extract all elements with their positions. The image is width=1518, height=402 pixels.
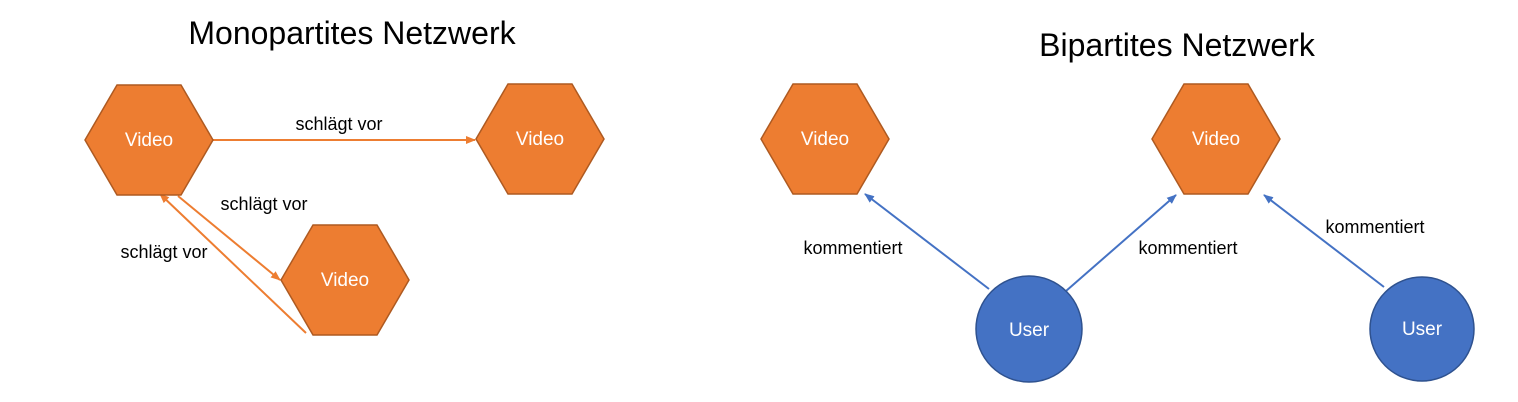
- node-label: User: [1009, 320, 1050, 341]
- mono-edge-label-1: schlägt vor: [295, 114, 382, 134]
- mono-edge-3: [159, 193, 307, 334]
- bi-edge-1: [864, 193, 990, 290]
- node-label: Video: [1192, 129, 1240, 150]
- bi-edge-3: [1263, 194, 1385, 288]
- node-label: Video: [801, 129, 849, 150]
- node-label: Video: [516, 129, 564, 150]
- bi-edge-label-2: kommentiert: [1138, 238, 1237, 258]
- bi-user-node-2: User: [1369, 276, 1475, 382]
- bi-edge-2: [1065, 194, 1177, 292]
- bi-edge-label-3: kommentiert: [1325, 217, 1424, 237]
- mono-title: Monopartites Netzwerk: [188, 15, 516, 51]
- mono-edge-2: [177, 195, 281, 281]
- mono-video-node-1: Video: [84, 84, 214, 196]
- mono-edge-label-3: schlägt vor: [120, 242, 207, 262]
- bi-video-node-2: Video: [1151, 83, 1281, 195]
- mono-edge-label-2: schlägt vor: [220, 194, 307, 214]
- node-label: User: [1402, 319, 1443, 340]
- bi-video-node-1: Video: [760, 83, 890, 195]
- mono-video-node-3: Video: [280, 224, 410, 336]
- node-label: Video: [125, 130, 173, 151]
- node-label: Video: [321, 270, 369, 291]
- bi-edge-label-1: kommentiert: [803, 238, 902, 258]
- bi-user-node-1: User: [975, 275, 1083, 383]
- bi-title: Bipartites Netzwerk: [1039, 27, 1316, 63]
- mono-video-node-2: Video: [475, 83, 605, 195]
